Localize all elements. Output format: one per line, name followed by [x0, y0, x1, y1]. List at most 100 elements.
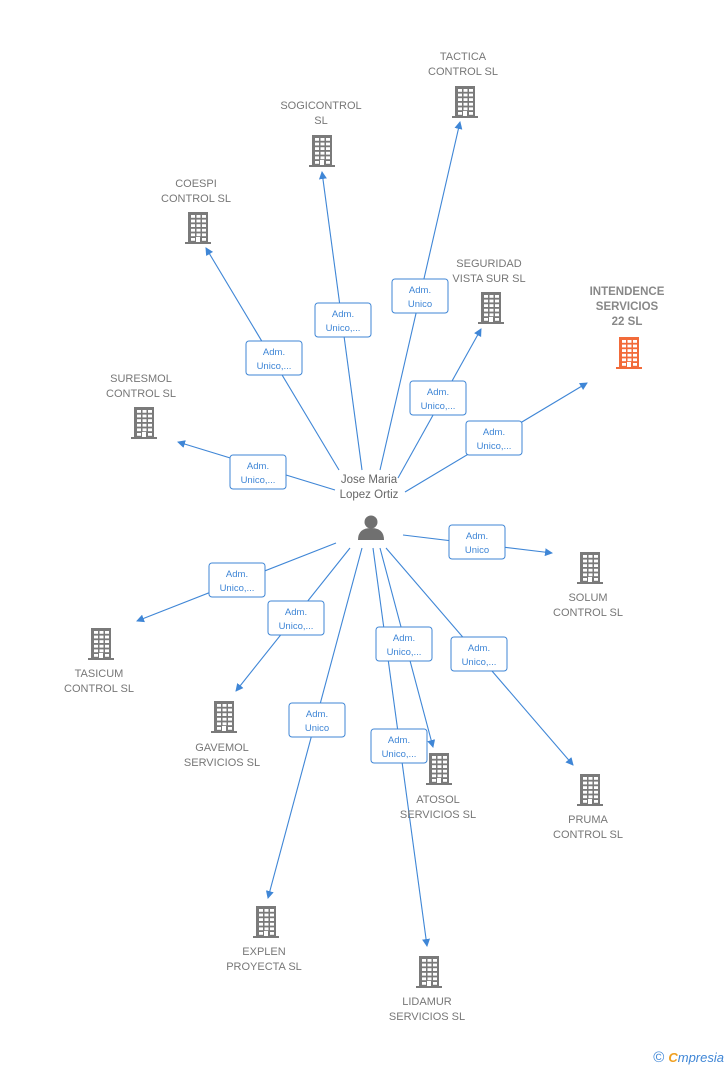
edge-label-text: Unico,...	[387, 647, 422, 658]
edge-label-text: Unico	[305, 723, 329, 734]
company-label-line: CONTROL SL	[106, 388, 176, 400]
person-head	[364, 515, 378, 529]
company-label-line: SURESMOL	[110, 373, 172, 385]
company-label-line: VISTA SUR SL	[452, 273, 525, 285]
company-node-explen[interactable]: EXPLEN PROYECTA SL	[226, 906, 302, 973]
company-label-line: SERVICIOS SL	[400, 809, 476, 821]
company-node-lidamur[interactable]: LIDAMUR SERVICIOS SL	[389, 956, 465, 1023]
edge-label-explen[interactable]: Adm. Unico	[288, 702, 346, 738]
edge-label-text: Adm.	[332, 309, 354, 320]
edge-label-tasicum[interactable]: Adm. Unico,...	[208, 562, 266, 598]
edge-label-sogicontrol[interactable]: Adm. Unico,...	[314, 302, 372, 338]
edge-label-text: Unico,...	[257, 361, 292, 372]
building-icon	[426, 753, 452, 785]
building-icon	[478, 292, 504, 324]
company-label-line: CONTROL SL	[64, 683, 134, 695]
edge-label-gavemol[interactable]: Adm. Unico,...	[267, 600, 325, 636]
building-icon	[253, 906, 279, 938]
company-node-atosol[interactable]: ATOSOL SERVICIOS SL	[400, 753, 476, 821]
company-label-line: PROYECTA SL	[226, 961, 302, 973]
company-node-coespi[interactable]: COESPI CONTROL SL	[161, 178, 231, 244]
company-label-line: LIDAMUR	[402, 996, 452, 1008]
building-icon	[616, 337, 642, 369]
edge-label-text: Adm.	[388, 735, 410, 746]
footer-brand: ©Cmpresia	[653, 1049, 724, 1066]
copyright-icon: ©	[653, 1049, 665, 1066]
edge-label-text: Adm.	[468, 643, 490, 654]
edge-label-text: Unico,...	[326, 323, 361, 334]
building-icon	[577, 774, 603, 806]
company-node-tactica[interactable]: TACTICA CONTROL SL	[428, 51, 498, 118]
company-label-line: 22 SL	[612, 316, 643, 328]
edge-label-pruma[interactable]: Adm. Unico,...	[450, 636, 508, 672]
company-label-line: SOGICONTROL	[280, 100, 361, 112]
edge-label-text: Adm.	[226, 569, 248, 580]
company-label-line: CONTROL SL	[161, 193, 231, 205]
edge-label-text: Adm.	[285, 607, 307, 618]
company-node-suresmol[interactable]: SURESMOL CONTROL SL	[106, 373, 176, 439]
edge-label-text: Unico,...	[220, 583, 255, 594]
edge-label-text: Adm.	[247, 461, 269, 472]
building-icon	[416, 956, 442, 988]
edge-label-text: Unico,...	[382, 749, 417, 760]
company-label-line: CONTROL SL	[428, 66, 498, 78]
company-label-line: PRUMA	[568, 814, 608, 826]
edge-label-text: Adm.	[427, 387, 449, 398]
company-label-line: TASICUM	[75, 668, 124, 680]
building-icon	[211, 701, 237, 733]
company-label-line: GAVEMOL	[195, 742, 249, 754]
edge-label-text: Adm.	[483, 427, 505, 438]
edge-label-text: Unico,...	[241, 475, 276, 486]
company-node-solum[interactable]: SOLUM CONTROL SL	[553, 552, 623, 619]
company-node-intendence[interactable]: INTENDENCE SERVICIOS 22 SL	[590, 286, 665, 369]
edge-label-seguridad[interactable]: Adm. Unico,...	[409, 380, 467, 416]
edge-label-text: Adm.	[263, 347, 285, 358]
company-node-sogicontrol[interactable]: SOGICONTROL SL	[280, 100, 362, 167]
company-label-line: ATOSOL	[416, 794, 460, 806]
company-label-line: SOLUM	[568, 592, 607, 604]
edge-label-coespi[interactable]: Adm. Unico,...	[245, 340, 303, 376]
person-name-line2: Lopez Ortiz	[340, 489, 399, 501]
person-body	[358, 528, 384, 540]
edge-label-tactica[interactable]: Adm.Unico	[391, 278, 449, 314]
company-label-line: SEGURIDAD	[456, 258, 521, 270]
edge-label-text: Unico,...	[421, 401, 456, 412]
edge-label-suresmol[interactable]: Adm. Unico,...	[229, 454, 287, 490]
edge-label-text: Unico,...	[462, 657, 497, 668]
company-label-line: EXPLEN	[242, 946, 285, 958]
edge-label-intendence[interactable]: Adm. Unico,...	[465, 420, 523, 456]
edge-label-text: Unico,...	[279, 621, 314, 632]
company-label-line: CONTROL SL	[553, 607, 623, 619]
brand-logo-letter: C	[668, 1050, 678, 1065]
company-label-line: COESPI	[175, 178, 217, 190]
edge-label-atosol[interactable]: Adm. Unico,...	[375, 626, 433, 662]
company-node-seguridad[interactable]: SEGURIDAD VISTA SUR SL	[452, 258, 526, 324]
edge-label-text: Unico	[465, 545, 489, 556]
edge-label-lidamur[interactable]: Adm. Unico,...	[370, 728, 428, 764]
building-icon	[185, 212, 211, 244]
edge-label-text: Unico,...	[477, 441, 512, 452]
edge-label-text: Adm.	[393, 633, 415, 644]
person-node[interactable]: Jose Maria Lopez Ortiz	[340, 474, 399, 540]
edge-label-text: Adm.	[466, 531, 488, 542]
edge-label-solum[interactable]: Adm. Unico	[448, 524, 506, 560]
brand-name: mpresia	[677, 1050, 724, 1065]
edge-label-text: Adm.	[306, 709, 328, 720]
company-label-line: SERVICIOS	[596, 301, 659, 313]
company-label-line: CONTROL SL	[553, 829, 623, 841]
building-icon	[309, 135, 335, 167]
company-label-line: SL	[314, 115, 327, 127]
company-label-line: TACTICA	[440, 51, 487, 63]
building-icon	[452, 86, 478, 118]
edge-label-text: Adm.	[409, 285, 431, 296]
person-name-line1: Jose Maria	[341, 474, 398, 486]
building-icon	[577, 552, 603, 584]
company-label-line: SERVICIOS SL	[389, 1011, 465, 1023]
company-label-line: INTENDENCE	[590, 286, 665, 298]
building-icon	[88, 628, 114, 660]
building-icon	[131, 407, 157, 439]
company-node-pruma[interactable]: PRUMA CONTROL SL	[553, 774, 623, 841]
company-node-tasicum[interactable]: TASICUM CONTROL SL	[64, 628, 134, 695]
